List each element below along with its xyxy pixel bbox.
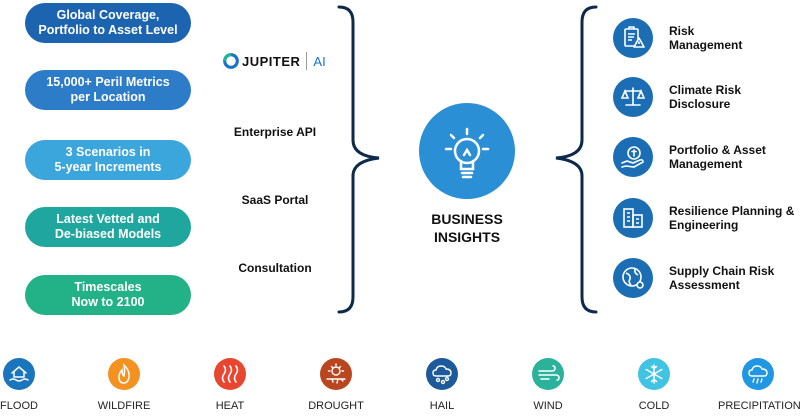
peril-label: HAIL [429,400,455,412]
peril-label: WILDFIRE [97,400,151,412]
channel-enterprise-api: Enterprise API [233,125,317,139]
feature-line: Latest Vetted and [56,212,160,226]
use-label: Disclosure [669,97,731,111]
channel-consultation: Consultation [238,261,312,275]
use-label: Resilience Planning & [669,204,795,218]
wind-icon [532,358,564,390]
feature-line: 3 Scenarios in [65,145,151,159]
feature-global-coverage: Global Coverage,Portfolio to Asset Level [25,3,191,43]
use-label: Climate Risk [669,83,742,97]
right-brace [555,5,598,314]
feature-line: per Location [70,90,146,104]
logo-word: JUPITER [242,53,301,69]
logo-divider [306,52,308,70]
peril-heat: HEAT [190,358,270,412]
use-label: Risk [669,24,695,38]
use-label: Management [669,157,743,171]
peril-flood: FLOOD [0,358,59,412]
peril-label: HEAT [215,400,245,412]
feature-line: De-biased Models [54,227,162,241]
feature-line: Timescales [74,280,142,294]
scales-icon [613,77,653,117]
business-insights-circle [419,103,515,199]
left-brace [337,5,380,314]
globe-network-icon [613,258,653,298]
drought-icon [320,358,352,390]
peril-wind: WIND [508,358,588,412]
jupiter-ring-icon [223,53,239,69]
flood-icon [3,358,35,390]
peril-drought: DROUGHT [296,358,376,412]
buildings-icon [613,198,653,238]
peril-label: DROUGHT [308,400,364,412]
peril-wildfire: WILDFIRE [84,358,164,412]
feature-line: 15,000+ Peril Metrics [46,75,170,89]
title-line: BUSINESS [431,211,503,227]
use-label: Assessment [669,278,740,292]
peril-cold: COLD [614,358,694,412]
title-line: INSIGHTS [433,229,501,245]
feature-line: Now to 2100 [71,295,145,309]
clipboard-warning-icon [613,18,653,58]
feature-line: 5-year Increments [54,160,162,174]
peril-label: COLD [638,400,670,412]
feature-line: Global Coverage, [56,8,160,22]
heat-icon [214,358,246,390]
use-label: Portfolio & Asset [669,143,766,157]
business-insights-title: BUSINESS INSIGHTS [412,210,522,246]
feature-line: Portfolio to Asset Level [38,23,178,37]
logo-ai: AI [313,53,326,69]
hail-icon [426,358,458,390]
peril-hail: HAIL [402,358,482,412]
use-label: Supply Chain Risk [669,264,775,278]
fire-icon [108,358,140,390]
rain-icon [742,358,774,390]
peril-label: FLOOD [0,400,38,412]
lightbulb-icon [444,127,490,179]
use-label: Management [669,38,743,52]
money-hand-icon [613,137,653,177]
snowflake-icon [638,358,670,390]
peril-label: PRECIPITATION [718,400,800,412]
use-label: Engineering [669,218,739,232]
jupiter-ai-logo: JUPITER AI [222,52,326,70]
channel-saas-portal: SaaS Portal [241,193,309,207]
peril-precipitation: PRECIPITATION [718,358,800,412]
use-resilience-planning: Resilience Planning &Engineering [613,198,799,238]
peril-label: WIND [533,400,563,412]
